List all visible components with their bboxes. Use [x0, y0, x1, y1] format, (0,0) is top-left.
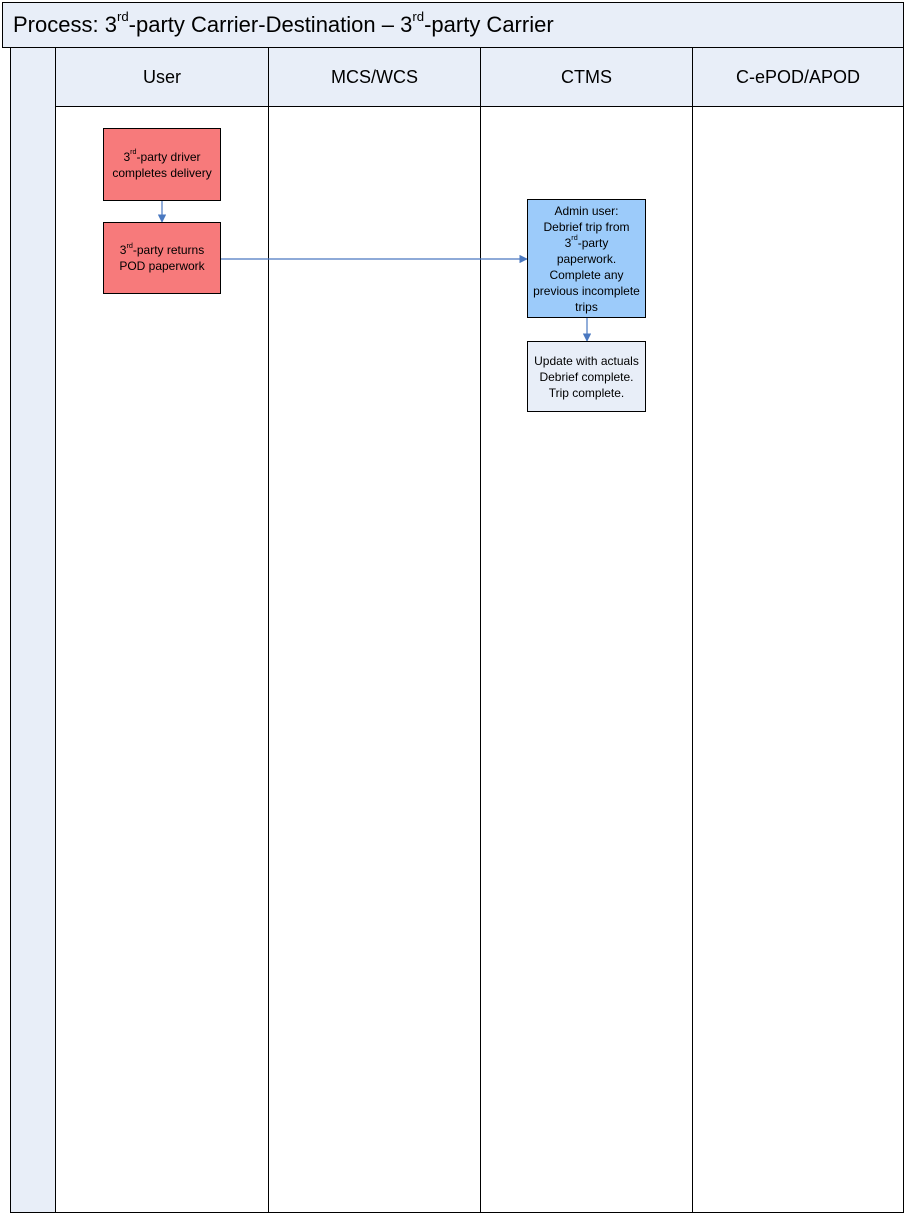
swimlane-gutter [10, 48, 56, 1213]
lane-header-c-epod-apod: C-ePOD/APOD [693, 48, 904, 107]
lane-header-user: User [56, 48, 269, 107]
process-title-bar: Process: 3rd-party Carrier-Destination –… [2, 2, 904, 48]
process-title: Process: 3rd-party Carrier-Destination –… [13, 9, 554, 37]
step-admin-debrief-trip[interactable]: Admin user: Debrief trip from 3rd-party … [527, 199, 646, 318]
lane-body-mcs-wcs [269, 107, 481, 1213]
lane-header-ctms: CTMS [481, 48, 693, 107]
step-returns-pod-paperwork[interactable]: 3rd-party returns POD paperwork [103, 222, 221, 294]
step-driver-completes-delivery[interactable]: 3rd-party driver completes delivery [103, 128, 221, 201]
lane-body-c-epod-apod [693, 107, 904, 1213]
lane-header-mcs-wcs: MCS/WCS [269, 48, 481, 107]
step-update-with-actuals[interactable]: Update with actuals Debrief complete. Tr… [527, 341, 646, 412]
